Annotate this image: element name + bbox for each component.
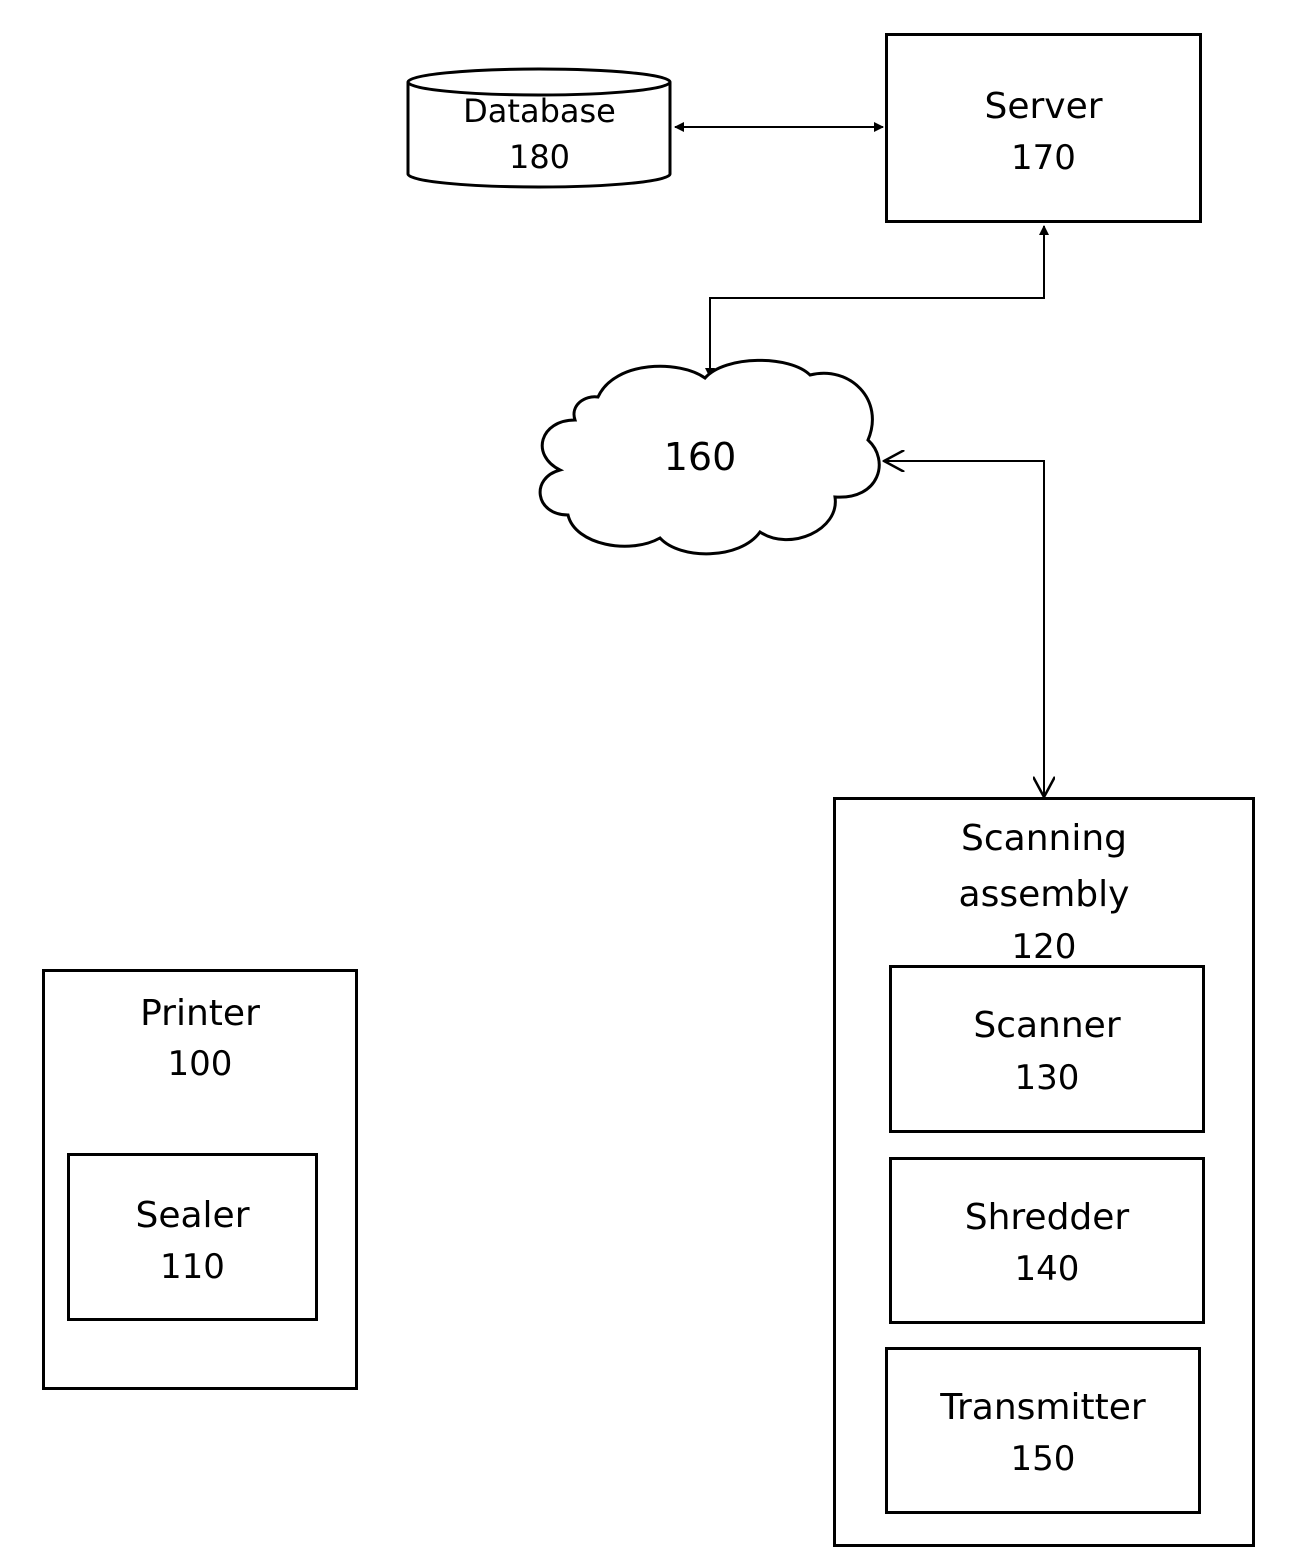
sealer-name: Sealer bbox=[70, 1191, 315, 1241]
network-number: 160 bbox=[620, 432, 780, 482]
database-number: 180 bbox=[408, 134, 671, 180]
printer-number: 100 bbox=[45, 1039, 355, 1089]
shredder-box: Shredder 140 bbox=[889, 1157, 1205, 1324]
network-scanning-connector bbox=[884, 461, 1044, 797]
scanner-box: Scanner 130 bbox=[889, 965, 1205, 1133]
server-name: Server bbox=[888, 82, 1199, 132]
scanner-name: Scanner bbox=[892, 1001, 1202, 1051]
server-number: 170 bbox=[888, 133, 1199, 183]
transmitter-box: Transmitter 150 bbox=[885, 1347, 1201, 1514]
server-box: Server 170 bbox=[885, 33, 1202, 223]
shredder-number: 140 bbox=[892, 1244, 1202, 1294]
transmitter-number: 150 bbox=[888, 1434, 1198, 1484]
scanner-number: 130 bbox=[892, 1053, 1202, 1103]
database-label: Database 180 bbox=[408, 88, 671, 180]
sealer-number: 110 bbox=[70, 1242, 315, 1292]
database-name: Database bbox=[408, 88, 671, 134]
server-network-connector bbox=[710, 226, 1044, 377]
transmitter-name: Transmitter bbox=[888, 1383, 1198, 1433]
shredder-name: Shredder bbox=[892, 1193, 1202, 1243]
sealer-box: Sealer 110 bbox=[67, 1153, 318, 1321]
scanning-assembly-name-line1: Scanning bbox=[836, 814, 1252, 864]
scanning-assembly-name-line2: assembly bbox=[836, 870, 1252, 920]
printer-name: Printer bbox=[45, 989, 355, 1039]
